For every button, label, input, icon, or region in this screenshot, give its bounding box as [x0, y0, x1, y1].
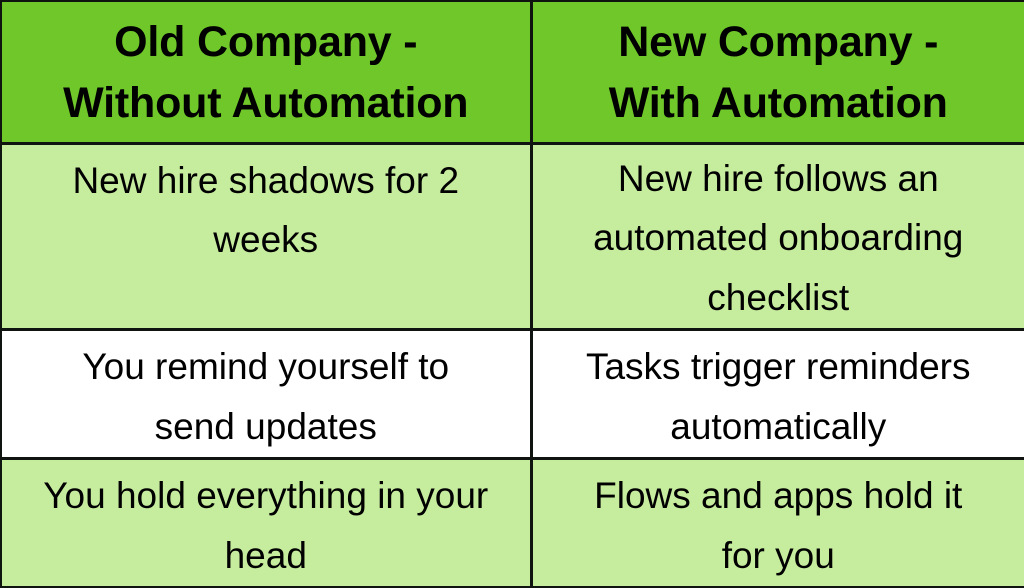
cell-text-new-company-2: Tasks trigger reminders automatically [585, 346, 971, 448]
table-row: You hold everything in your head Flows a… [0, 457, 1024, 588]
cell-new-company-3: Flows and apps hold it for you [529, 457, 1024, 588]
header-cell-old-company: Old Company - Without Automation [0, 0, 533, 145]
cell-text-old-company-3: You hold everything in your head [43, 475, 489, 577]
cell-text-old-company-1: New hire shadows for 2 weeks [72, 159, 460, 261]
header-label-old-company: Old Company - Without Automation [63, 17, 469, 127]
cell-old-company-1: New hire shadows for 2 weeks [0, 141, 533, 332]
cell-new-company-1: New hire follows an automated onboarding… [529, 141, 1024, 332]
header-label-new-company: New Company - With Automation [608, 17, 948, 127]
cell-old-company-3: You hold everything in your head [0, 457, 533, 588]
table-row: You remind yourself to send updates Task… [0, 328, 1024, 461]
header-cell-new-company: New Company - With Automation [529, 0, 1024, 145]
table-header-row: Old Company - Without Automation New Com… [0, 0, 1024, 145]
cell-new-company-2: Tasks trigger reminders automatically [529, 328, 1024, 461]
table-row: New hire shadows for 2 weeks New hire fo… [0, 141, 1024, 332]
cell-text-new-company-3: Flows and apps hold it for you [594, 475, 963, 577]
cell-text-old-company-2: You remind yourself to send updates [82, 346, 450, 448]
cell-old-company-2: You remind yourself to send updates [0, 328, 533, 461]
cell-text-new-company-1: New hire follows an automated onboarding… [593, 157, 964, 319]
